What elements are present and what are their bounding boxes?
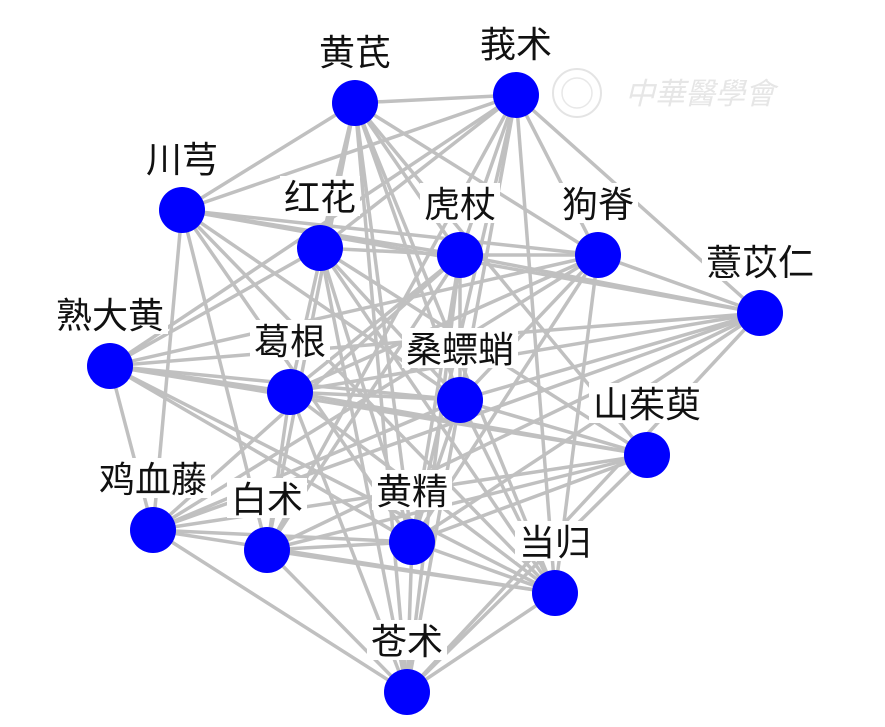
node-label-bg <box>95 458 211 498</box>
edge <box>318 93 518 250</box>
edge <box>597 253 761 315</box>
edge <box>109 364 556 595</box>
edge <box>458 253 600 402</box>
watermark: 中華醫學會 <box>552 68 779 118</box>
node-label: 当归 <box>519 523 591 564</box>
node-15 <box>384 669 430 715</box>
edge <box>181 208 599 257</box>
edge <box>318 247 409 693</box>
edge <box>288 253 462 394</box>
watermark-text: 中華醫學會 <box>625 77 779 112</box>
edge <box>181 101 356 212</box>
node-4 <box>437 232 483 278</box>
edge <box>266 540 413 552</box>
edge <box>181 93 517 212</box>
edge <box>319 246 461 257</box>
edge <box>289 253 599 394</box>
node-label: 山茱萸 <box>593 385 701 426</box>
node-label: 白术 <box>231 480 303 521</box>
node-1 <box>493 72 539 118</box>
edge <box>289 390 648 457</box>
node-7 <box>87 343 133 389</box>
node-13 <box>389 519 435 565</box>
node-2 <box>159 187 205 233</box>
node-label-bg <box>227 478 307 518</box>
node-label-bg <box>280 176 360 216</box>
edge <box>109 364 291 394</box>
node-14 <box>532 570 578 616</box>
node-label: 川芎 <box>146 140 218 181</box>
edge <box>289 311 761 394</box>
node-label-bg <box>515 521 595 561</box>
edge <box>354 93 517 105</box>
edge <box>458 94 518 256</box>
node-label-bg <box>315 31 395 71</box>
edge <box>266 453 648 552</box>
edge <box>318 246 462 402</box>
edge <box>152 528 408 694</box>
node-label: 莪术 <box>480 25 552 66</box>
edge <box>459 253 761 315</box>
edge <box>109 253 599 368</box>
node-label-bg <box>420 183 500 223</box>
node-label-bg <box>558 183 638 223</box>
seal-logo-icon <box>552 68 602 118</box>
node-label: 桑螵蛸 <box>406 330 514 371</box>
node-3 <box>297 225 343 271</box>
node-label-bg <box>589 383 705 423</box>
edge <box>265 548 409 694</box>
edge <box>406 591 556 694</box>
node-label-bg <box>52 294 168 334</box>
node-11 <box>130 507 176 553</box>
edge <box>108 365 155 531</box>
edge <box>265 391 292 551</box>
node-label-bg <box>402 328 518 368</box>
node-label: 狗脊 <box>562 185 634 226</box>
edge <box>405 541 414 693</box>
edge <box>405 311 762 694</box>
node-label-bg <box>702 241 818 281</box>
edge <box>459 398 648 457</box>
node-6 <box>737 290 783 336</box>
edge <box>289 390 461 402</box>
node-8 <box>267 369 313 415</box>
edge <box>109 364 413 544</box>
nodes <box>87 72 783 715</box>
node-12 <box>244 527 290 573</box>
edge <box>109 246 321 368</box>
node-label: 熟大黄 <box>56 296 164 337</box>
node-label: 苍术 <box>371 622 443 663</box>
node-0 <box>332 80 378 126</box>
node-label: 黄芪 <box>319 33 391 74</box>
node-label: 虎杖 <box>424 185 496 226</box>
edge <box>411 453 648 544</box>
node-label-bg <box>142 138 222 178</box>
node-label: 黄精 <box>376 472 448 513</box>
node-label-bg <box>250 320 330 360</box>
edge <box>410 94 518 543</box>
edge <box>514 94 600 256</box>
edge <box>354 101 599 257</box>
edge <box>411 311 761 544</box>
edge <box>514 94 557 594</box>
node-10 <box>624 432 670 478</box>
edge <box>411 540 556 595</box>
edge <box>152 398 461 532</box>
node-label-bg <box>372 470 452 510</box>
node-label: 鸡血藤 <box>99 460 207 501</box>
node-label: 葛根 <box>254 322 326 363</box>
node-label: 红花 <box>284 178 356 219</box>
node-label: 薏苡仁 <box>706 243 814 284</box>
node-label-bg <box>476 23 556 63</box>
node-label-bg <box>367 620 447 660</box>
labels: 黄芪 莪术川芎红花 虎杖 狗脊薏苡仁熟大黄葛根 桑螵蛸山茱萸鸡血藤白术 黄精当归苍术 <box>52 23 818 663</box>
edges <box>108 93 762 694</box>
node-9 <box>437 377 483 423</box>
edge <box>459 311 761 402</box>
node-5 <box>575 232 621 278</box>
